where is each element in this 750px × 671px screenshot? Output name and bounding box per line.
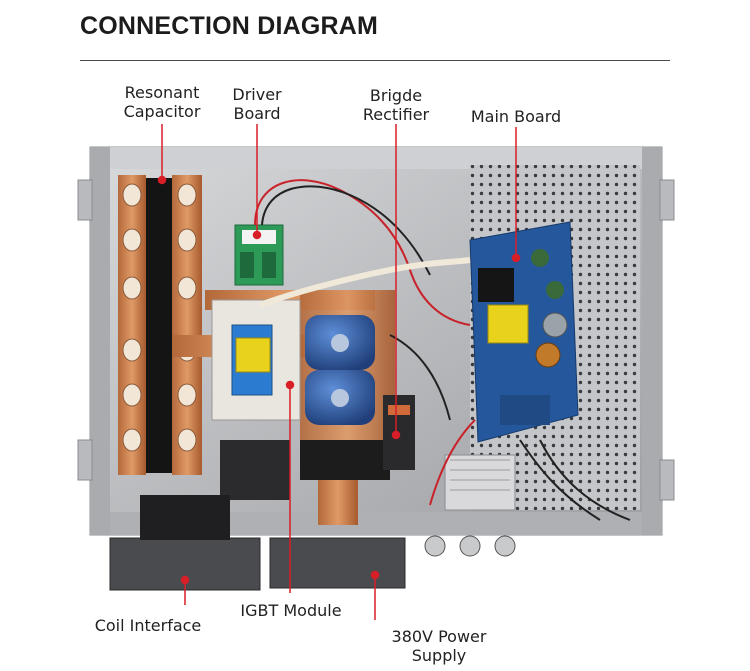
label-igbt-module: IGBT Module: [240, 601, 342, 620]
igbt-module: [211, 299, 301, 500]
label-resonant-capacitor: Resonant Capacitor: [112, 83, 212, 121]
leader-dot-driver-board: [252, 230, 262, 240]
label-main-board: Main Board: [470, 107, 562, 126]
resonant-capacitor-bank: [118, 175, 202, 475]
wires: [254, 179, 631, 521]
driver-board: [234, 224, 284, 286]
signal-jacks: [424, 535, 516, 557]
leader-dot-main-board: [511, 253, 521, 263]
power-supply-terminal: [269, 537, 406, 589]
leader-dot-bridge-rectifier: [391, 430, 401, 440]
ribbon-connector: [444, 454, 516, 511]
page-title: CONNECTION DIAGRAM: [80, 12, 379, 40]
label-bridge-rectifier-line1: Brigde: [369, 86, 423, 105]
label-power-supply: 380V Power Supply: [391, 627, 487, 665]
label-driver-board: Driver Board: [222, 85, 292, 123]
filter-capacitors: [300, 315, 390, 480]
leader-dot-igbt-module: [285, 380, 295, 390]
leader-dot-resonant-capacitor: [157, 175, 167, 185]
label-resonant-capacitor-line2: Capacitor: [123, 102, 201, 121]
label-bridge-rectifier: Brigde Rectifier: [356, 86, 436, 124]
label-driver-board-line1: Driver: [232, 85, 282, 104]
label-resonant-capacitor-line1: Resonant: [124, 83, 200, 102]
label-driver-board-line2: Board: [233, 104, 281, 123]
leader-lines: [157, 124, 521, 620]
label-bridge-rectifier-line2: Rectifier: [362, 105, 430, 124]
title-divider: [80, 60, 670, 61]
leader-dot-coil-interface: [180, 575, 190, 585]
main-board: [469, 221, 579, 443]
leader-dot-power-supply: [370, 570, 380, 580]
label-coil-interface: Coil Interface: [94, 616, 202, 635]
